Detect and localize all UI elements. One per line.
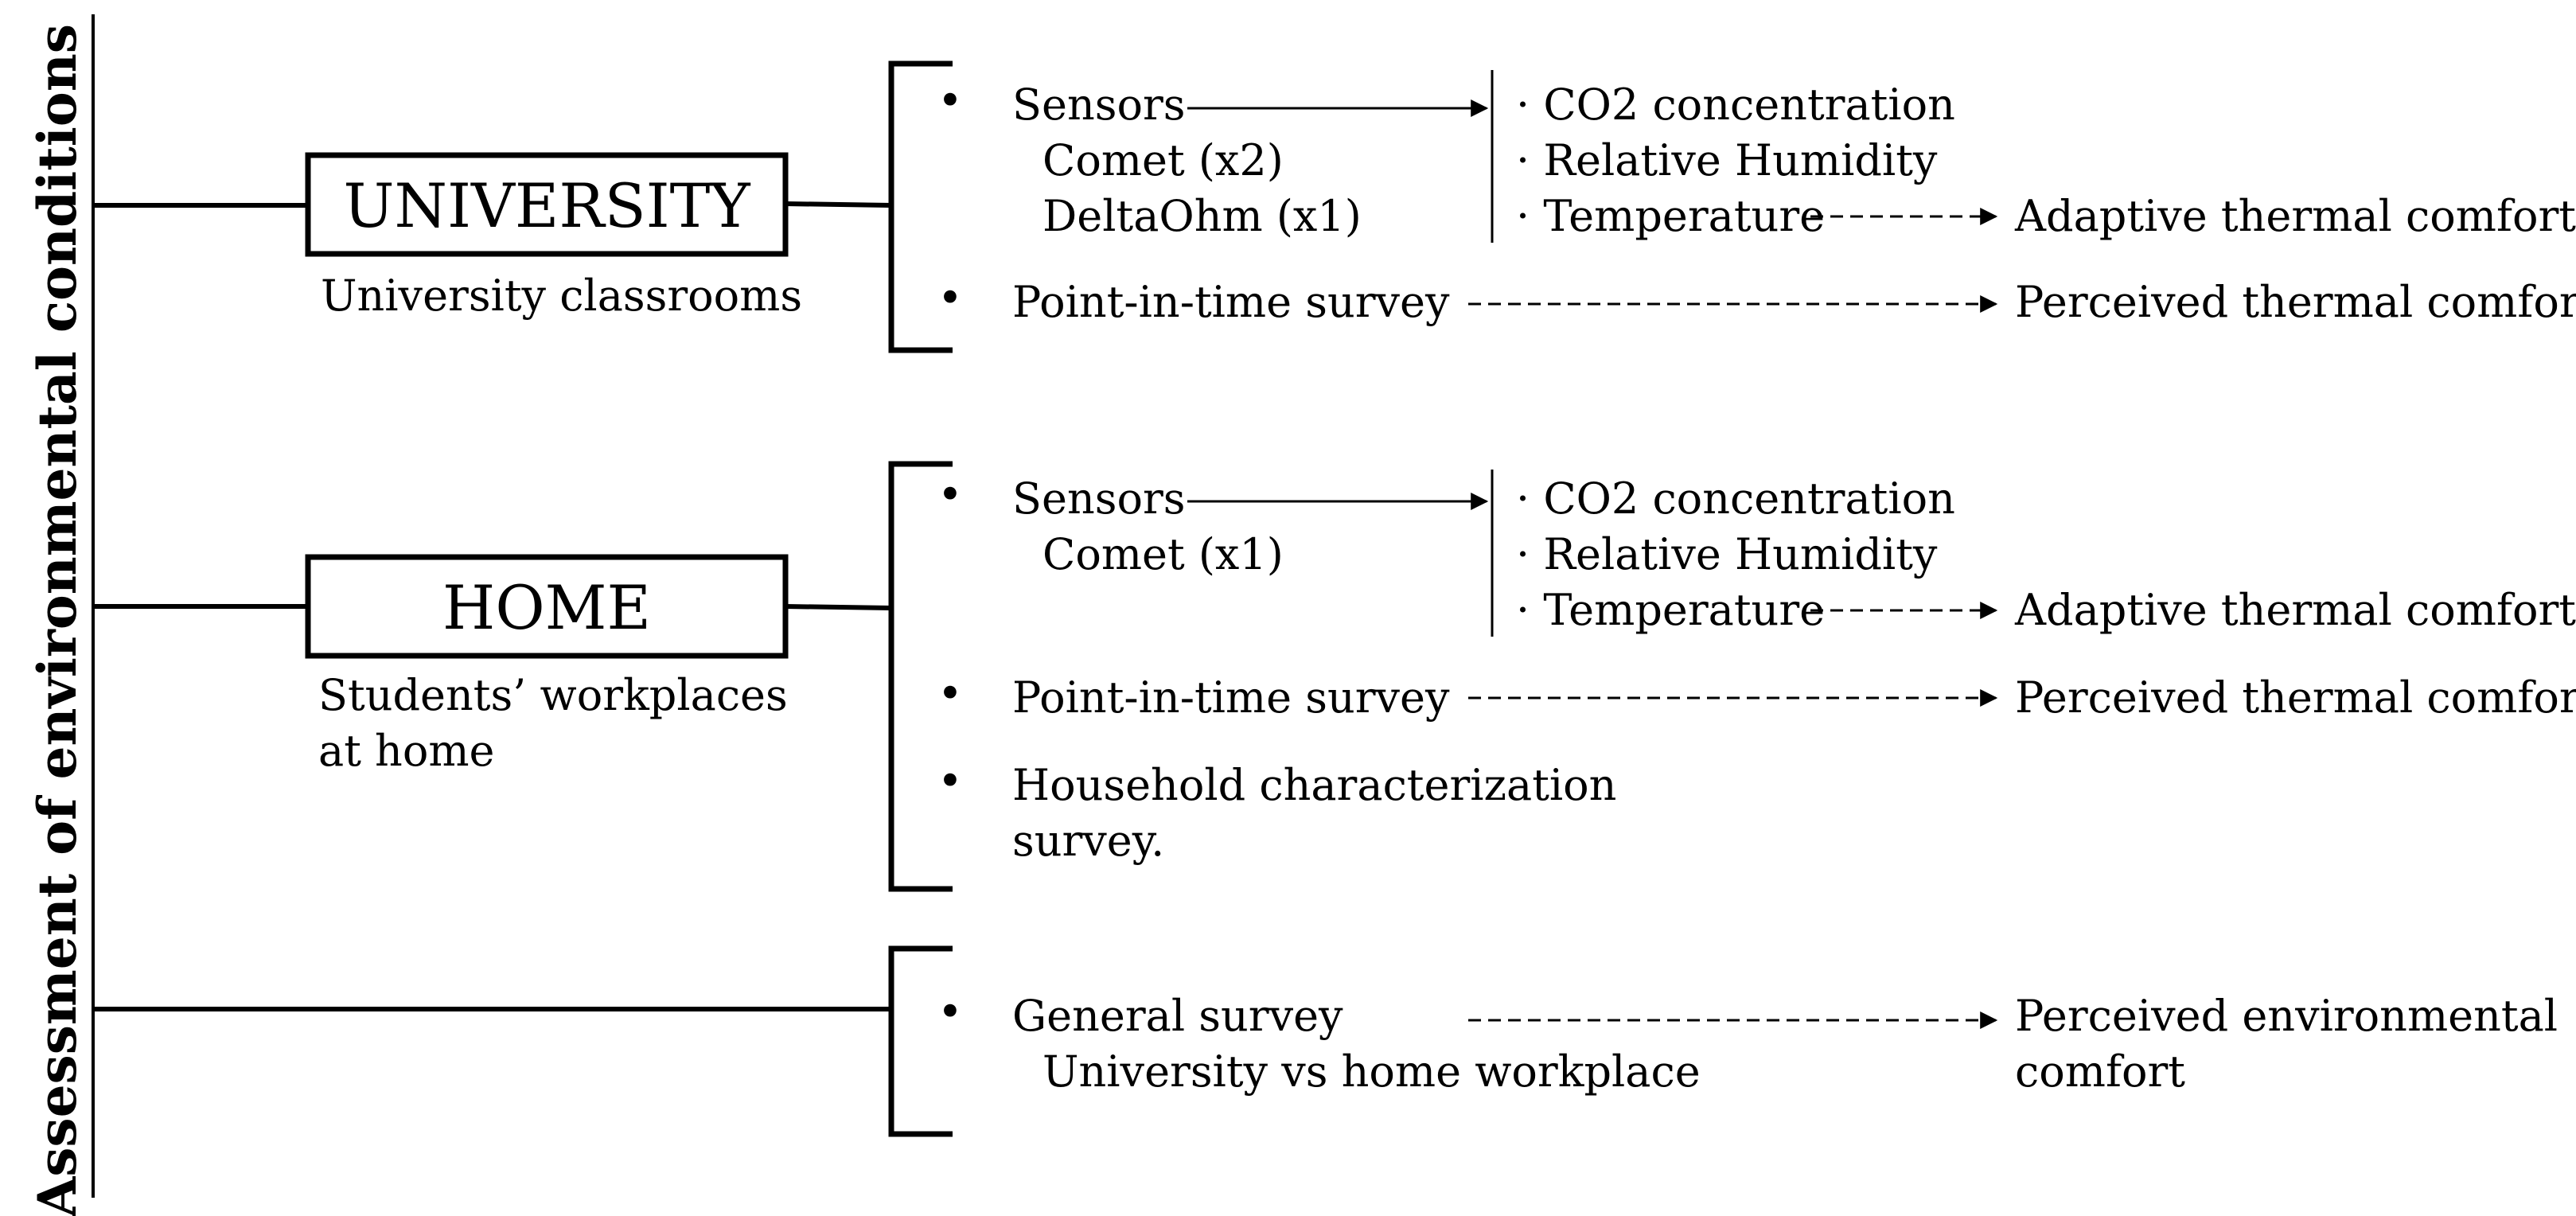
general-survey-subtitle: University vs home workplace xyxy=(1042,1046,1701,1097)
point-in-time-survey: Point-in-time survey xyxy=(1012,672,1450,723)
point-in-time-survey: Point-in-time survey xyxy=(1012,277,1450,327)
measure-co2: · CO2 concentration xyxy=(1516,80,1955,130)
branch-general: • General survey University vs home work… xyxy=(93,945,2558,1137)
sensor-device: Comet (x1) xyxy=(1042,529,1284,579)
connector-line xyxy=(785,201,892,208)
sensors-label: Sensors xyxy=(1012,474,1185,524)
sensor-device: Comet (x2) xyxy=(1042,135,1284,185)
home-bracket xyxy=(888,461,953,892)
home-box xyxy=(305,554,789,659)
bullet: • xyxy=(937,668,963,719)
measure-temperature: · Temperature xyxy=(1516,191,1825,241)
branch-home: HOME Students’ workplaces at home • Sens… xyxy=(93,461,2576,892)
connector-line xyxy=(785,604,892,610)
home-caption: Students’ workplaces xyxy=(318,670,788,720)
measure-co2: · CO2 concentration xyxy=(1516,474,1955,524)
home-caption: at home xyxy=(318,726,495,776)
bullet: • xyxy=(937,987,963,1037)
measure-temperature: · Temperature xyxy=(1516,585,1825,635)
university-box-label: UNIVERSITY xyxy=(343,170,750,241)
measure-humidity: · Relative Humidity xyxy=(1516,135,1938,185)
household-survey: Household characterization xyxy=(1012,760,1616,810)
bullet: • xyxy=(937,756,963,806)
measure-humidity: · Relative Humidity xyxy=(1516,529,1938,579)
adaptive-thermal-comfort: Adaptive thermal comfort xyxy=(2014,585,2576,635)
university-bracket xyxy=(888,60,953,353)
side-title: Assessment of environmental conditions xyxy=(26,24,88,1216)
adaptive-thermal-comfort: Adaptive thermal comfort xyxy=(2014,191,2576,241)
bullet: • xyxy=(937,76,963,126)
general-bracket xyxy=(888,945,953,1137)
sensor-device: DeltaOhm (x1) xyxy=(1042,191,1362,241)
bullet: • xyxy=(937,273,963,323)
sensors-label: Sensors xyxy=(1012,80,1185,130)
general-survey: General survey xyxy=(1012,991,1343,1041)
home-box-label: HOME xyxy=(442,572,651,643)
perceived-thermal-comfort: Perceived thermal comfort xyxy=(2015,672,2576,723)
household-survey: survey. xyxy=(1012,816,1164,866)
perceived-environmental-comfort: comfort xyxy=(2015,1046,2185,1097)
bullet: • xyxy=(937,470,963,520)
branch-university: UNIVERSITY University classrooms • Senso… xyxy=(93,60,2576,353)
perceived-environmental-comfort: Perceived environmental xyxy=(2015,991,2558,1041)
university-caption: University classrooms xyxy=(321,271,802,321)
perceived-thermal-comfort: Perceived thermal comfort xyxy=(2015,277,2576,327)
